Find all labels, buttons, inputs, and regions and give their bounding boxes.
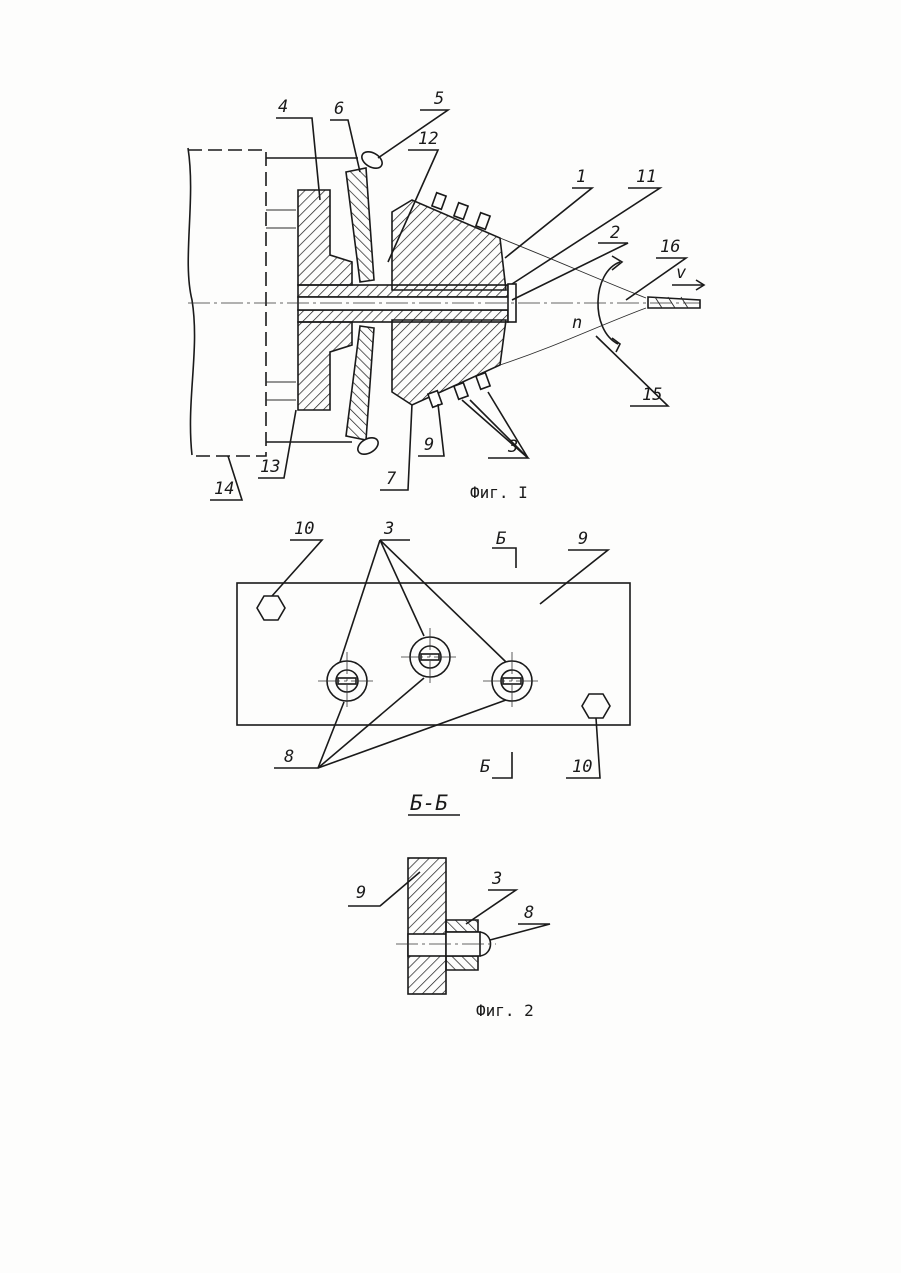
- label-11: 11: [636, 167, 656, 187]
- plate-view: 10 3 Б 9 8 Б 10 Б-Б: [237, 519, 630, 815]
- marker-b-top: Б: [496, 529, 507, 549]
- flange-upper: [298, 190, 352, 285]
- bushing-lower: [446, 956, 478, 970]
- bushing-upper: [446, 920, 478, 932]
- leaders-plate: [272, 540, 608, 815]
- label-3-fig2: 3: [491, 869, 502, 889]
- bolt-head-1: [318, 652, 376, 710]
- bolt-head-2: [401, 628, 459, 686]
- label-10-bottom: 10: [572, 757, 592, 777]
- shaft-lower: [298, 310, 508, 322]
- labels-plate: 10 3 Б 9 8 Б 10 Б-Б: [284, 519, 592, 815]
- section-title: Б-Б: [410, 791, 448, 815]
- shaft-upper: [298, 285, 508, 297]
- figure-1-caption: Фиг. I: [470, 483, 528, 502]
- figure-2: 9 3 8 Фиг. 2: [348, 858, 550, 1020]
- hex-nut-right: [582, 694, 610, 718]
- shaft-bore: [298, 297, 510, 310]
- flange-lower: [298, 322, 352, 410]
- label-3: 3: [507, 437, 518, 457]
- label-7: 7: [386, 469, 397, 489]
- label-16: 16: [660, 237, 680, 257]
- label-3-plate: 3: [383, 519, 394, 539]
- cone-line: [500, 238, 646, 298]
- label-1: 1: [576, 167, 586, 187]
- marker-b-bottom: Б: [480, 757, 491, 777]
- label-5: 5: [434, 89, 444, 109]
- bolt-head-3: [483, 652, 541, 710]
- machine-body-edge: [188, 148, 195, 455]
- label-2: 2: [610, 223, 620, 243]
- label-13: 13: [260, 457, 280, 477]
- label-6: 6: [334, 99, 344, 119]
- bore-through-plate: [408, 934, 446, 956]
- figure-2-caption: Фиг. 2: [476, 1001, 534, 1020]
- label-8-plate: 8: [284, 747, 294, 767]
- label-9-fig2: 9: [356, 883, 366, 903]
- label-9-plate: 9: [578, 529, 588, 549]
- label-10-top: 10: [294, 519, 314, 539]
- hex-nut-left: [257, 596, 285, 620]
- figure-1: 4 6 5 12 1 11 2 16 v n 15 13 14 7 9 3 Фи…: [188, 89, 704, 502]
- label-12: 12: [418, 129, 438, 149]
- label-14: 14: [214, 479, 234, 499]
- label-n: n: [572, 313, 582, 333]
- label-9: 9: [424, 435, 434, 455]
- label-15: 15: [642, 385, 662, 405]
- label-8-fig2: 8: [524, 903, 534, 923]
- label-4: 4: [278, 97, 288, 117]
- label-v: v: [676, 263, 687, 283]
